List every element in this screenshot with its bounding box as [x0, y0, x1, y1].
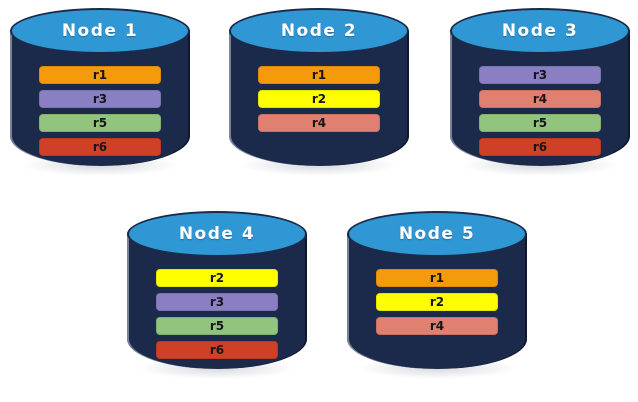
replica-list: r1 r3 r5 r6	[39, 66, 161, 156]
replica-bar-r3[interactable]: r3	[479, 66, 601, 84]
node-label: Node 1	[61, 21, 139, 41]
cylinder-top-ellipse	[347, 211, 527, 257]
database-node-3[interactable]: Node 3 r3 r4 r5 r6	[450, 8, 630, 188]
replica-bar-r3[interactable]: r3	[156, 293, 278, 311]
replica-list: r2 r3 r5 r6	[156, 269, 278, 359]
database-node-4[interactable]: Node 4 r2 r3 r5 r6	[127, 211, 307, 391]
replica-bar-r5[interactable]: r5	[39, 114, 161, 132]
replica-bar-r2[interactable]: r2	[376, 293, 498, 311]
replica-bar-r6[interactable]: r6	[156, 341, 278, 359]
replica-bar-r5[interactable]: r5	[479, 114, 601, 132]
replica-bar-r1[interactable]: r1	[39, 66, 161, 84]
replica-bar-r1[interactable]: r1	[376, 269, 498, 287]
replica-bar-r1[interactable]: r1	[258, 66, 380, 84]
node-label: Node 4	[178, 224, 256, 244]
cylinder-top-ellipse	[10, 8, 190, 54]
replica-bar-r6[interactable]: r6	[479, 138, 601, 156]
database-node-2[interactable]: Node 2 r1 r2 r4	[229, 8, 409, 188]
database-node-5[interactable]: Node 5 r1 r2 r4	[347, 211, 527, 391]
replica-bar-r5[interactable]: r5	[156, 317, 278, 335]
replica-bar-r4[interactable]: r4	[258, 114, 380, 132]
replica-list: r3 r4 r5 r6	[479, 66, 601, 156]
node-label: Node 2	[280, 21, 358, 41]
node-label: Node 5	[398, 224, 476, 244]
replica-bar-r3[interactable]: r3	[39, 90, 161, 108]
cylinder-top-ellipse	[127, 211, 307, 257]
replica-bar-r2[interactable]: r2	[258, 90, 380, 108]
replica-bar-r4[interactable]: r4	[376, 317, 498, 335]
cylinder-top-ellipse	[450, 8, 630, 54]
node-label: Node 3	[501, 21, 579, 41]
database-node-1[interactable]: Node 1 r1 r3 r5 r6	[10, 8, 190, 188]
cylinder-top-ellipse	[229, 8, 409, 54]
replica-bar-r2[interactable]: r2	[156, 269, 278, 287]
replica-list: r1 r2 r4	[258, 66, 380, 132]
replica-bar-r4[interactable]: r4	[479, 90, 601, 108]
replica-list: r1 r2 r4	[376, 269, 498, 335]
replica-bar-r6[interactable]: r6	[39, 138, 161, 156]
